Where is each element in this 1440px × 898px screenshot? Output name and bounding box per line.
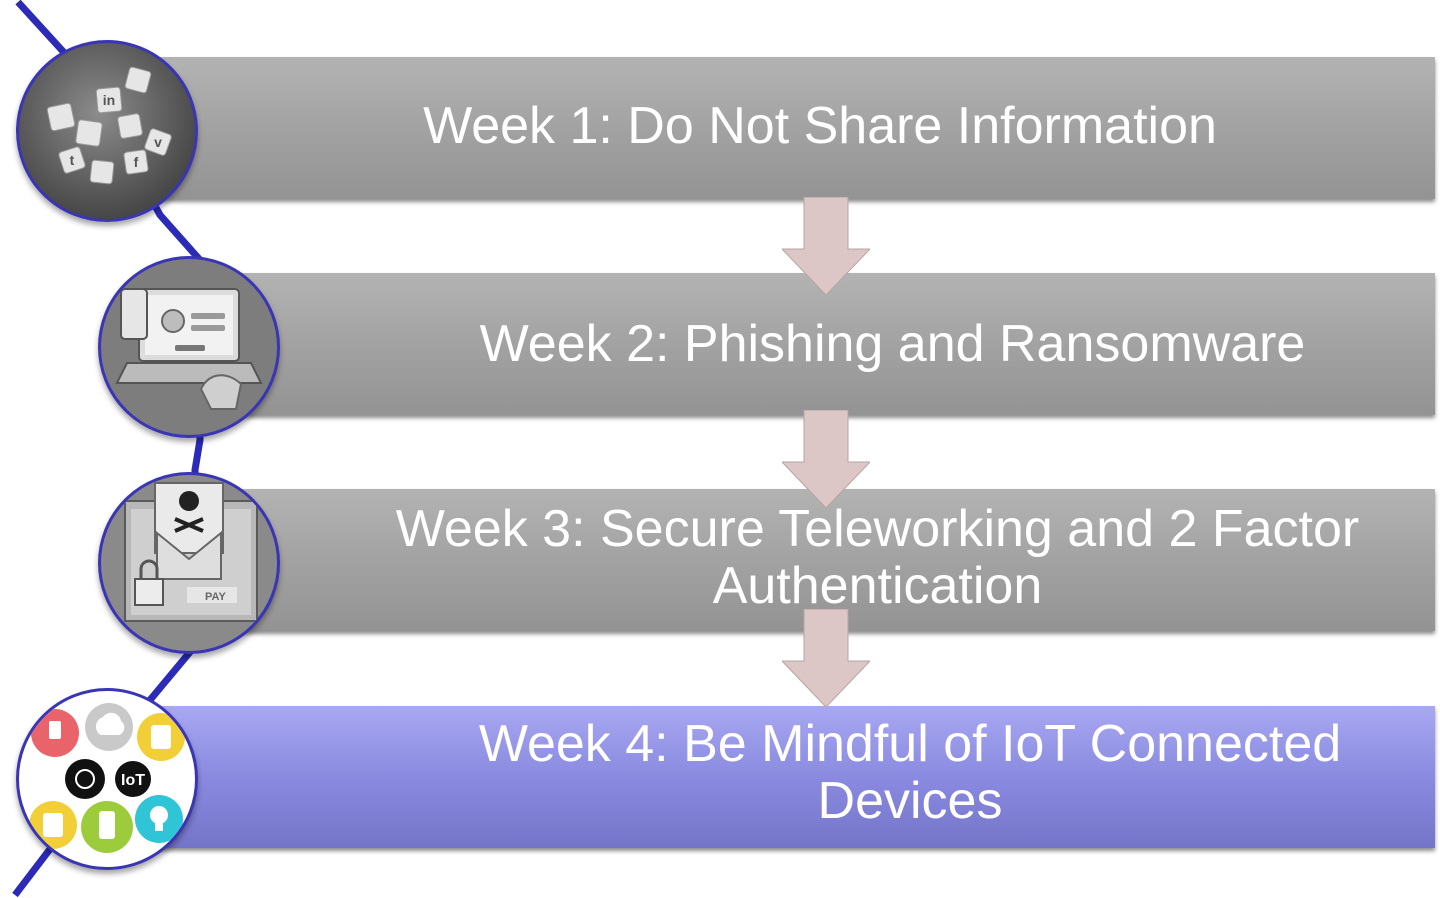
down-arrow-1 xyxy=(782,197,870,296)
step-band-week-3: Week 3: Secure Teleworking and 2 Factor … xyxy=(190,489,1435,631)
step-label-week-3: Week 3: Secure Teleworking and 2 Factor … xyxy=(395,499,1360,615)
down-arrow-3 xyxy=(782,609,870,708)
step-band-week-4: Week 4: Be Mindful of IoT Connected Devi… xyxy=(105,706,1435,848)
step-label-week-1: Week 1: Do Not Share Information xyxy=(423,96,1217,155)
iot-devices-icon: IoT xyxy=(16,688,198,870)
phishing-laptop-icon xyxy=(98,256,280,438)
step-label-week-2: Week 2: Phishing and Ransomware xyxy=(479,314,1306,373)
ransomware-email-icon: PAY xyxy=(98,472,280,654)
step-band-week-2: Week 2: Phishing and Ransomware xyxy=(190,273,1435,415)
step-band-week-1: Week 1: Do Not Share Information xyxy=(105,57,1435,199)
svg-text:t: t xyxy=(70,152,75,168)
iot-label: IoT xyxy=(121,772,145,789)
step-label-week-4: Week 4: Be Mindful of IoT Connected Devi… xyxy=(478,715,1342,830)
svg-text:f: f xyxy=(134,154,139,170)
pay-label: PAY xyxy=(205,591,226,603)
down-arrow-2 xyxy=(782,410,870,509)
social-media-icon: in f t v xyxy=(16,40,198,222)
svg-text:in: in xyxy=(103,92,115,108)
svg-text:v: v xyxy=(154,134,162,150)
